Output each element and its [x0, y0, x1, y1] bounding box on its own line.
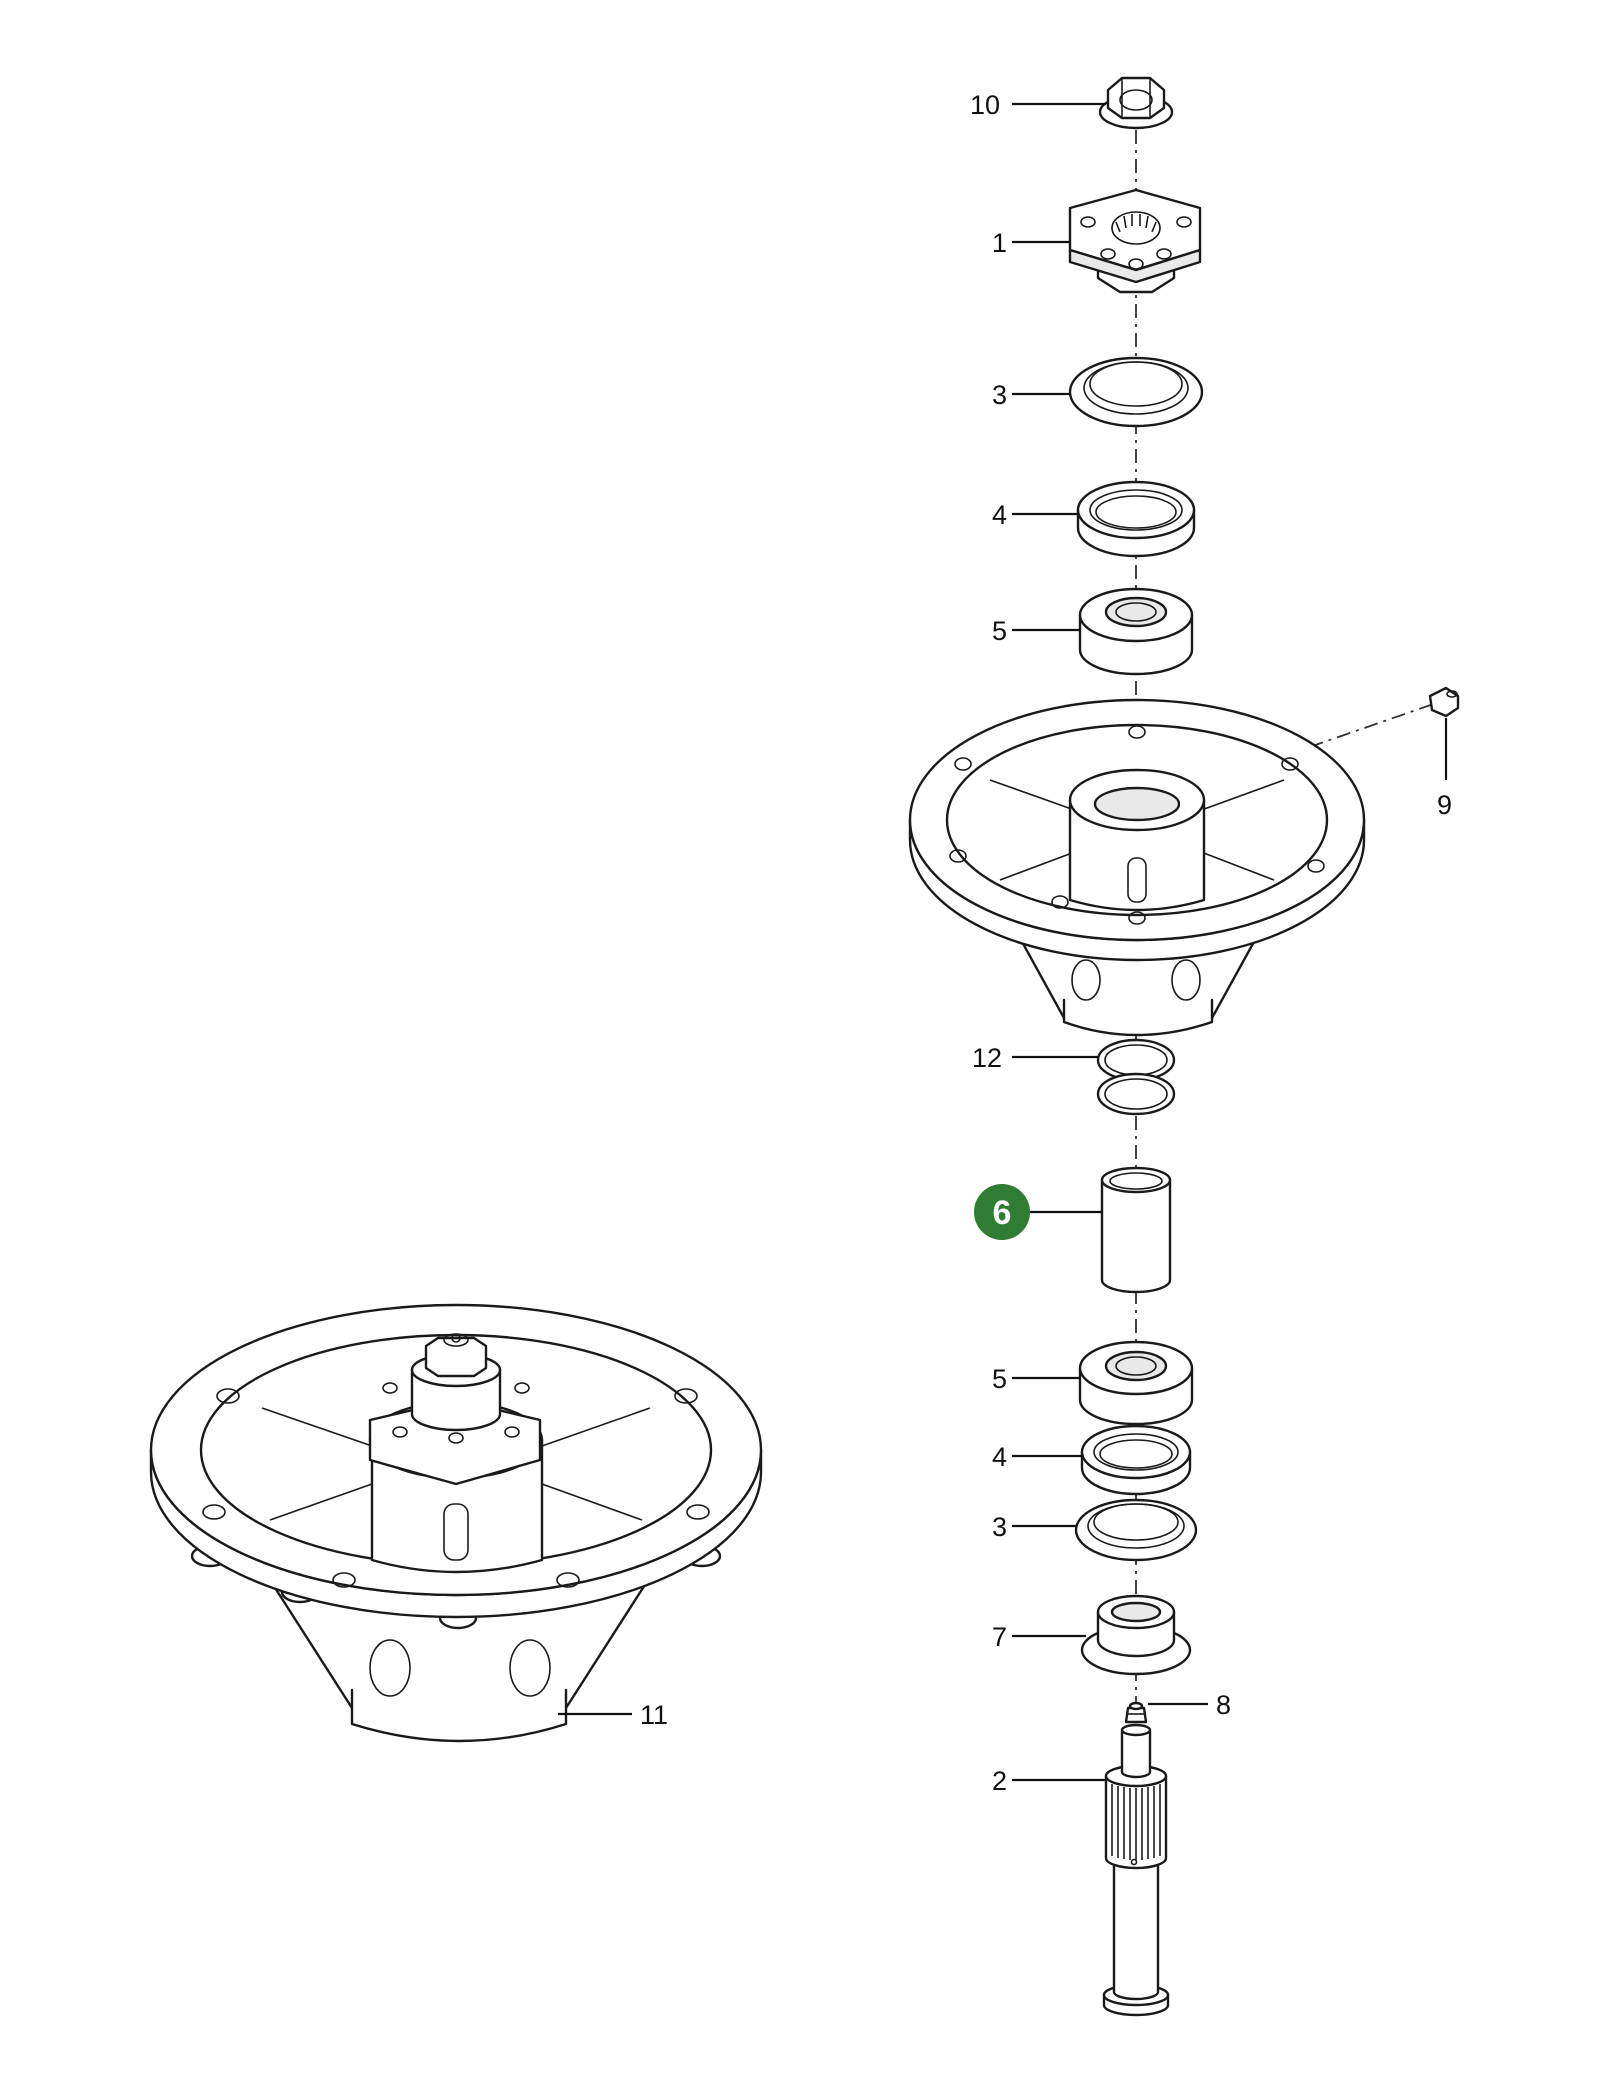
- spindle-housing-exploded[interactable]: [908, 698, 1366, 1037]
- part-3-seal-top[interactable]: [1068, 356, 1204, 428]
- callout-4-top[interactable]: 4: [992, 500, 1007, 530]
- callout-2[interactable]: 2: [992, 1766, 1007, 1796]
- green-circle-badge-icon: [974, 1184, 1030, 1240]
- part-4-dust-seal-top[interactable]: [1076, 480, 1196, 558]
- part-7-flanged-bushing[interactable]: [1080, 1594, 1192, 1676]
- callout-7[interactable]: 7: [992, 1622, 1007, 1652]
- callout-6: 6: [993, 1194, 1012, 1232]
- part-8-grease-fitting[interactable]: [1124, 1701, 1148, 1724]
- part-9-grease-fitting[interactable]: [1428, 686, 1460, 718]
- assembled-spindle-housing[interactable]: [149, 1303, 763, 1743]
- part-12-o-rings[interactable]: [1096, 1038, 1176, 1116]
- callout-5-bottom[interactable]: 5: [992, 1364, 1007, 1394]
- callout-11[interactable]: 11: [640, 1700, 668, 1730]
- part-1-splined-hub[interactable]: [1068, 188, 1202, 294]
- part-4-dust-seal-bottom[interactable]: [1080, 1424, 1192, 1496]
- grease-fitting-axis-line: [1199, 699, 1446, 786]
- callout-8[interactable]: 8: [1216, 1690, 1231, 1720]
- part-5-bearing-bottom[interactable]: [1078, 1340, 1194, 1426]
- callout-9[interactable]: 9: [1437, 790, 1452, 820]
- leader-lines: [558, 102, 1448, 1782]
- callout-4-bottom[interactable]: 4: [992, 1442, 1007, 1472]
- part-2-spindle-shaft[interactable]: [1102, 1723, 1170, 2017]
- part-3-seal-bottom[interactable]: [1074, 1498, 1198, 1562]
- part-6-spacer-tube[interactable]: [1100, 1166, 1172, 1294]
- callout-12[interactable]: 12: [972, 1043, 1002, 1073]
- callout-10[interactable]: 10: [970, 90, 1000, 120]
- part-5-bearing-top[interactable]: [1078, 587, 1194, 676]
- callout-3-bottom[interactable]: 3: [992, 1512, 1007, 1542]
- callout-1[interactable]: 1: [992, 228, 1007, 258]
- callout-3-top[interactable]: 3: [992, 380, 1007, 410]
- callout-6-highlight[interactable]: 6: [974, 1184, 1030, 1240]
- part-10-flange-nut[interactable]: [1098, 76, 1174, 130]
- callout-5-top[interactable]: 5: [992, 616, 1007, 646]
